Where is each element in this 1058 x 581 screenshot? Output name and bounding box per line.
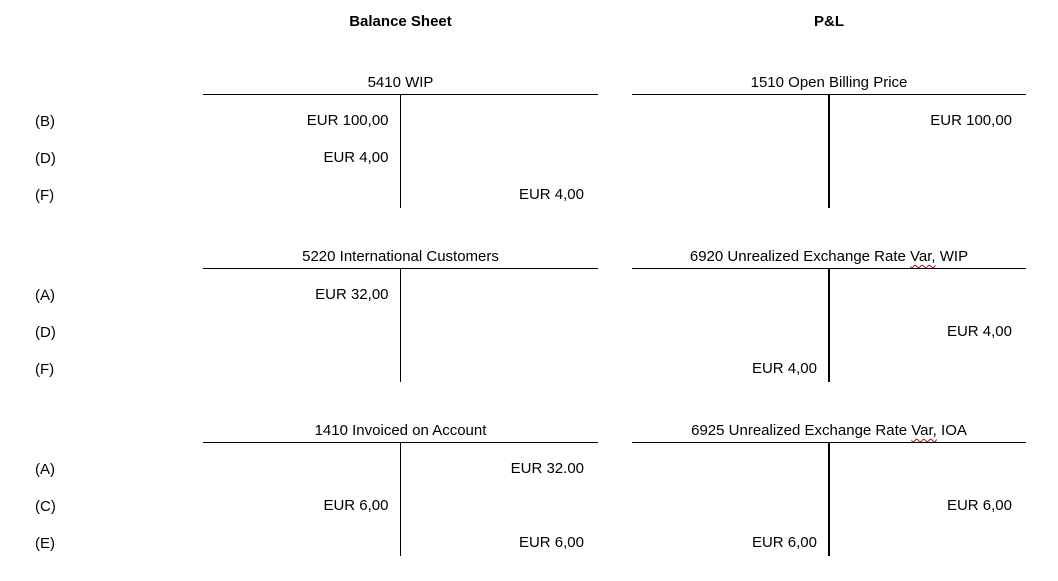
account-title-suffix: WIP	[935, 248, 969, 265]
debit-amount	[632, 322, 817, 342]
entry-letter: (F)	[35, 361, 55, 378]
t-account-body: EUR 32.00 EUR 6,00 EUR 6,00	[203, 442, 598, 556]
credit-amount: EUR 4,00	[946, 323, 1012, 340]
debit-amount	[632, 285, 817, 305]
account-title-text: 1410 Invoiced on Account	[314, 422, 487, 439]
t-divider-line	[828, 269, 830, 382]
debit-amount	[203, 185, 389, 205]
account-title: 6925 Unrealized Exchange Rate Var, IOA	[632, 420, 1026, 442]
debit-amount: EUR 6,00	[323, 497, 389, 514]
credit-amount	[829, 533, 1012, 553]
credit-amount	[401, 285, 585, 305]
debit-amount	[632, 148, 817, 168]
entry-letter: (C)	[35, 498, 56, 515]
account-title: 1410 Invoiced on Account	[203, 420, 598, 442]
credit-amount	[829, 185, 1012, 205]
account-title-text: 5220 International Customers	[302, 248, 499, 265]
entry-letter: (B)	[35, 113, 55, 130]
column-header-balance-sheet: Balance Sheet	[349, 13, 452, 30]
credit-amount	[401, 322, 585, 342]
account-title-text: 1510 Open Billing Price	[750, 74, 908, 91]
t-account-body: EUR 32,00	[203, 268, 598, 382]
account-row-2: (A) (D) (F) 5220 International Customers…	[0, 246, 1058, 386]
debit-amount	[203, 322, 389, 342]
t-account-5410-wip: 5410 WIP EUR 100,00 EUR 4,00 EUR 4,00	[203, 72, 598, 208]
debit-amount	[632, 185, 817, 205]
debit-amount	[203, 459, 389, 479]
debit-amount	[632, 111, 817, 131]
credit-amount: EUR 4,00	[518, 186, 584, 203]
entry-letter: (D)	[35, 150, 56, 167]
credit-amount	[829, 148, 1012, 168]
entry-letter: (F)	[35, 187, 55, 204]
account-title: 1510 Open Billing Price	[632, 72, 1026, 94]
credit-amount	[401, 496, 585, 516]
t-account-body: EUR 100,00	[632, 94, 1026, 208]
debit-amount: EUR 4,00	[751, 360, 817, 377]
t-account-body: EUR 4,00 EUR 4,00	[632, 268, 1026, 382]
misspelled-word-squiggle: Var,	[910, 248, 936, 265]
credit-amount	[829, 359, 1012, 379]
t-account-1410-invoiced-on-account: 1410 Invoiced on Account EUR 32.00 EUR 6…	[203, 420, 598, 556]
account-title-text: 5410 WIP	[367, 74, 434, 91]
t-divider-line	[399, 95, 402, 208]
credit-amount	[401, 148, 585, 168]
t-divider-line	[399, 443, 402, 556]
column-header-pnl: P&L	[814, 13, 844, 30]
t-divider-line	[828, 95, 830, 208]
account-title-text: 6925 Unrealized Exchange Rate	[691, 422, 912, 439]
debit-amount: EUR 32,00	[315, 286, 389, 303]
credit-amount: EUR 6,00	[518, 534, 584, 551]
debit-amount	[632, 496, 817, 516]
credit-amount	[401, 111, 585, 131]
account-title-text: 6920 Unrealized Exchange Rate	[689, 248, 911, 265]
account-title: 5410 WIP	[203, 72, 598, 94]
account-title: 6920 Unrealized Exchange Rate Var, WIP	[632, 246, 1026, 268]
t-account-body: EUR 100,00 EUR 4,00 EUR 4,00	[203, 94, 598, 208]
credit-amount	[829, 459, 1012, 479]
t-account-body: EUR 6,00 EUR 6,00	[632, 442, 1026, 556]
misspelled-word-squiggle: Var,	[911, 422, 937, 439]
account-title-suffix: IOA	[936, 422, 967, 439]
debit-amount	[632, 459, 817, 479]
debit-amount	[203, 533, 389, 553]
credit-amount	[401, 359, 585, 379]
t-account-1510-open-billing-price: 1510 Open Billing Price EUR 100,00	[632, 72, 1026, 208]
debit-amount	[203, 359, 389, 379]
entry-letter: (E)	[35, 535, 55, 552]
debit-amount: EUR 4,00	[323, 149, 389, 166]
credit-amount: EUR 6,00	[946, 497, 1012, 514]
t-divider-line	[399, 269, 402, 382]
t-account-6925-unrealized-exchange-rate-var-ioa: 6925 Unrealized Exchange Rate Var, IOA E…	[632, 420, 1026, 556]
credit-amount	[829, 285, 1012, 305]
account-row-3: (A) (C) (E) 1410 Invoiced on Account EUR…	[0, 420, 1058, 560]
credit-amount: EUR 32.00	[510, 460, 584, 477]
entry-letter: (A)	[35, 461, 55, 478]
debit-amount: EUR 100,00	[306, 112, 389, 129]
t-divider-line	[828, 443, 830, 556]
entry-letter: (A)	[35, 287, 55, 304]
debit-amount: EUR 6,00	[751, 534, 817, 551]
t-account-5220-international-customers: 5220 International Customers EUR 32,00	[203, 246, 598, 382]
entry-letter: (D)	[35, 324, 56, 341]
credit-amount: EUR 100,00	[930, 112, 1012, 129]
account-row-1: (B) (D) (F) 5410 WIP EUR 100,00 EUR 4,00…	[0, 72, 1058, 212]
t-account-6920-unrealized-exchange-rate-var-wip: 6920 Unrealized Exchange Rate Var, WIP E…	[632, 246, 1026, 382]
account-title: 5220 International Customers	[203, 246, 598, 268]
